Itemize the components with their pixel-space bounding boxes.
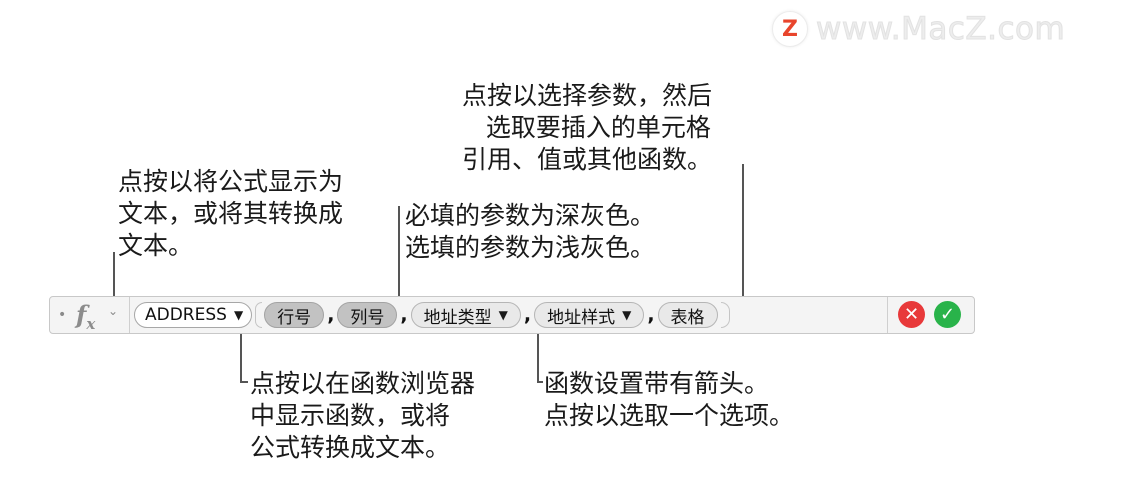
dropdown-arrow-icon: ▼ [622,308,632,322]
formula-format-button[interactable]: • fx ⌄ [50,297,130,333]
arg-token-addr-type[interactable]: 地址类型 ▼ [410,302,521,328]
chevron-down-icon: ⌄ [108,304,119,318]
open-paren [255,302,263,328]
callout-function-browser: 点按以在函数浏览器 中显示函数，或将 公式转换成文本。 [250,369,476,462]
arg-label: 地址类型 [423,307,492,328]
leader-line-table [742,164,744,300]
comma: , [523,304,532,326]
formula-actions: ✕ ✓ [887,297,976,333]
macz-logo-icon: Z [772,11,808,47]
arg-token-table[interactable]: 表格 [657,302,718,328]
callout-show-as-text: 点按以将公式显示为 文本，或将其转换成 文本。 [118,167,344,260]
dropdown-arrow-icon: ▼ [233,308,244,322]
arg-token-col[interactable]: 列号 [337,302,398,328]
comma: , [327,304,335,326]
accept-button[interactable]: ✓ [934,301,961,328]
comma: , [400,304,408,326]
watermark: Z www.MacZ.com [772,8,1065,50]
arg-label: 地址样式 [547,307,616,328]
callout-arg-colors: 必填的参数为深灰色。 选填的参数为浅灰色。 [405,201,656,262]
formula-editor-bar: • fx ⌄ ADDRESS ▼ 行号 , 列号 , 地址类型 ▼ , 地址样式… [49,296,975,334]
close-paren [720,302,730,328]
formula-tokens: ADDRESS ▼ 行号 , 列号 , 地址类型 ▼ , 地址样式 ▼ , 表格 [134,301,730,329]
leader-line-arrow [537,318,539,382]
leader-tick-arrow [537,381,543,383]
leader-line-function [240,318,242,382]
leader-line-args [398,206,400,298]
dropdown-arrow-icon: ▼ [498,308,508,322]
leader-tick-function [240,381,248,383]
arg-token-row[interactable]: 行号 [264,302,325,328]
cancel-button[interactable]: ✕ [898,301,925,328]
fx-icon: fx [76,300,96,333]
comma: , [647,304,655,326]
dot-icon: • [58,307,67,323]
leader-line-fx [113,252,115,300]
callout-select-arg: 点按以选择参数，然后 选取要插入的单元格 引用、值或其他函数。 [462,81,713,174]
callout-options-arrow: 函数设置带有箭头。 点按以选取一个选项。 [544,369,795,430]
arg-token-addr-style[interactable]: 地址样式 ▼ [534,302,645,328]
function-token[interactable]: ADDRESS ▼ [134,302,253,328]
watermark-text: www.MacZ.com [815,11,1066,48]
function-name: ADDRESS [145,305,227,325]
